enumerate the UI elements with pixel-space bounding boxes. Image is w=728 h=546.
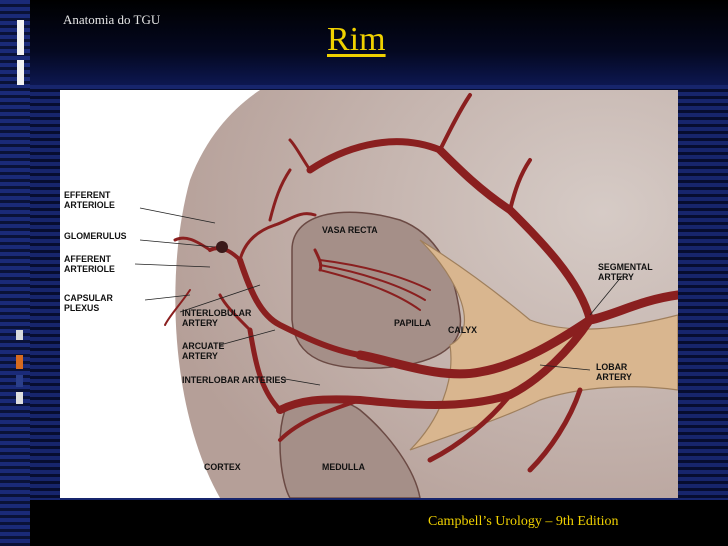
- medulla-pyramid-upper: [291, 211, 462, 369]
- slide-title: Rim: [327, 21, 386, 58]
- kidney-vasculature-diagram: EFFERENT ARTERIOLE GLOMERULUS AFFERENT A…: [60, 90, 678, 498]
- label-segmental: SEGMENTAL: [598, 262, 653, 272]
- label-artery-lobar: ARTERY: [596, 372, 632, 382]
- accent-bar: [16, 330, 23, 340]
- label-arcuate: ARCUATE: [182, 341, 224, 351]
- footer-background: [30, 500, 728, 546]
- accent-bar: [16, 355, 23, 369]
- label-arteriole-afferent: ARTERIOLE: [64, 264, 115, 274]
- label-papilla: PAPILLA: [394, 318, 432, 328]
- label-artery-arcuate: ARTERY: [182, 351, 218, 361]
- label-artery-segmental: ARTERY: [598, 272, 634, 282]
- label-interlobar-arteries: INTERLOBAR ARTERIES: [182, 375, 286, 385]
- label-glomerulus: GLOMERULUS: [64, 231, 127, 241]
- accent-bar: [17, 60, 24, 85]
- source-credit: Campbell’s Urology – 9th Edition: [428, 514, 619, 529]
- label-medulla: MEDULLA: [322, 462, 366, 472]
- label-artery-interlobular: ARTERY: [182, 318, 218, 328]
- label-capsular: CAPSULAR: [64, 293, 114, 303]
- accent-bar: [16, 375, 23, 387]
- accent-bars: [0, 0, 30, 546]
- diagram-labels: EFFERENT ARTERIOLE GLOMERULUS AFFERENT A…: [64, 190, 653, 472]
- arteries: [164, 93, 678, 473]
- leader-lines: [134, 207, 623, 386]
- label-efferent: EFFERENT: [64, 190, 111, 200]
- accent-bar: [16, 392, 23, 404]
- label-afferent: AFFERENT: [64, 254, 112, 264]
- label-lobar: LOBAR: [596, 362, 628, 372]
- accent-bar: [17, 20, 24, 55]
- label-arteriole-efferent: ARTERIOLE: [64, 200, 115, 210]
- glomerulus-shape: [216, 241, 228, 253]
- label-calyx: CALYX: [448, 325, 477, 335]
- label-interlobular: INTERLOBULAR: [182, 308, 252, 318]
- label-cortex: CORTEX: [204, 462, 241, 472]
- left-band: [0, 0, 30, 546]
- topic-label: Anatomia do TGU: [63, 12, 161, 27]
- label-vasa-recta: VASA RECTA: [322, 225, 378, 235]
- label-plexus: PLEXUS: [64, 303, 99, 313]
- header-background: [30, 0, 728, 85]
